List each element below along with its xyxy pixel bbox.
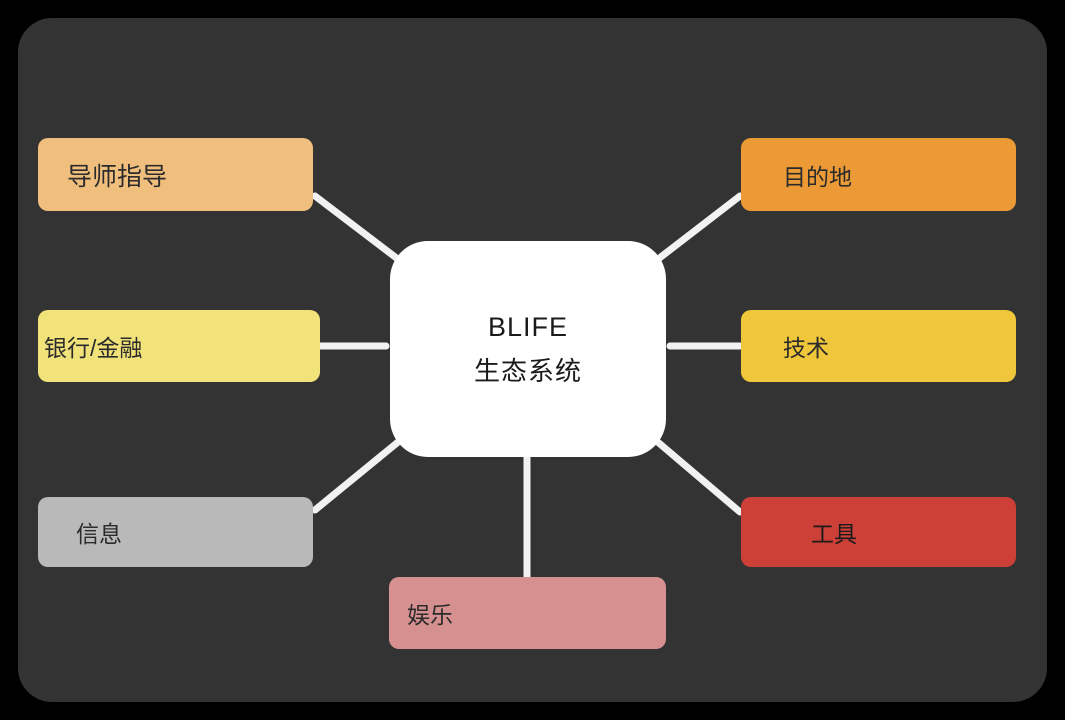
node-entertainment[interactable]: 娱乐	[389, 577, 666, 649]
center-node-subtitle: 生态系统	[473, 355, 582, 386]
node-label-technology: 技术	[783, 335, 829, 361]
node-mentor[interactable]: 导师指导	[38, 138, 313, 211]
center-node-title: BLIFE	[487, 312, 569, 343]
node-destination[interactable]: 目的地	[741, 138, 1016, 211]
center-node[interactable]: BLIFE 生态系统	[390, 241, 666, 457]
node-label-entertainment: 娱乐	[407, 602, 453, 628]
node-label-information: 信息	[76, 521, 122, 547]
node-label-mentor: 导师指导	[67, 162, 168, 191]
node-label-tools: 工具	[811, 521, 857, 547]
node-label-banking-finance: 银行/金融	[44, 335, 143, 361]
node-label-destination: 目的地	[783, 163, 852, 190]
node-tools[interactable]: 工具	[741, 497, 1016, 567]
node-banking-finance[interactable]: 银行/金融	[38, 310, 320, 382]
node-technology[interactable]: 技术	[741, 310, 1016, 382]
node-information[interactable]: 信息	[38, 497, 313, 567]
